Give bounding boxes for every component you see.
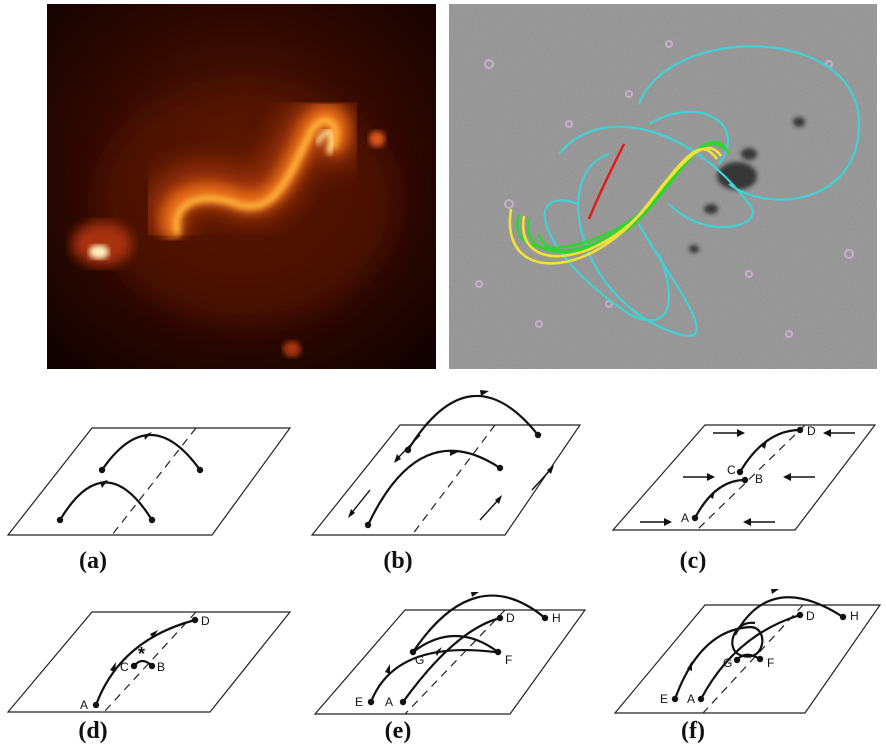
- diagram-panel-d: A B C D *: [0, 600, 300, 720]
- point-label-g: G: [415, 653, 424, 667]
- point-label-e: E: [355, 695, 363, 709]
- caption-c: (c): [679, 548, 707, 574]
- caption-b: (b): [383, 548, 413, 574]
- xray-sigmoid-image: [47, 4, 436, 369]
- point-label-b: B: [157, 660, 165, 674]
- point-label-a: A: [385, 695, 393, 709]
- diagram-panel-e: A D E F G H: [305, 580, 595, 720]
- point-label-a: A: [80, 698, 88, 712]
- point-label-d: D: [806, 609, 815, 623]
- diagram-panel-a: [0, 420, 300, 545]
- field-line-lower: [59, 481, 153, 521]
- caption-e: (e): [384, 718, 412, 744]
- point-label-d: D: [201, 614, 210, 628]
- point-label-a: A: [681, 511, 689, 525]
- point-label-a: A: [687, 692, 695, 706]
- magnetogram-field-lines-image: [449, 4, 877, 369]
- caption-d: (d): [78, 718, 108, 744]
- point-label-g: G: [723, 656, 732, 670]
- point-label-h: H: [552, 611, 561, 625]
- caption-f: (f): [681, 718, 705, 744]
- point-label-d: D: [807, 424, 816, 438]
- point-label-e: E: [660, 692, 668, 706]
- point-label-h: H: [850, 609, 859, 623]
- point-label-f: F: [767, 656, 774, 670]
- point-label-c: C: [120, 660, 129, 674]
- point-label-d: D: [506, 611, 515, 625]
- caption-a: (a): [79, 548, 107, 574]
- diagram-panel-b: [300, 380, 590, 545]
- reconnection-marker: *: [138, 644, 145, 664]
- point-label-b: B: [755, 472, 763, 486]
- plane: [6, 427, 292, 536]
- diagram-panel-f: A D E F G H: [605, 575, 885, 720]
- point-label-c: C: [727, 463, 736, 477]
- point-label-f: F: [505, 653, 512, 667]
- field-line-upper: [101, 434, 201, 471]
- diagram-panel-c: A B C D: [605, 410, 885, 545]
